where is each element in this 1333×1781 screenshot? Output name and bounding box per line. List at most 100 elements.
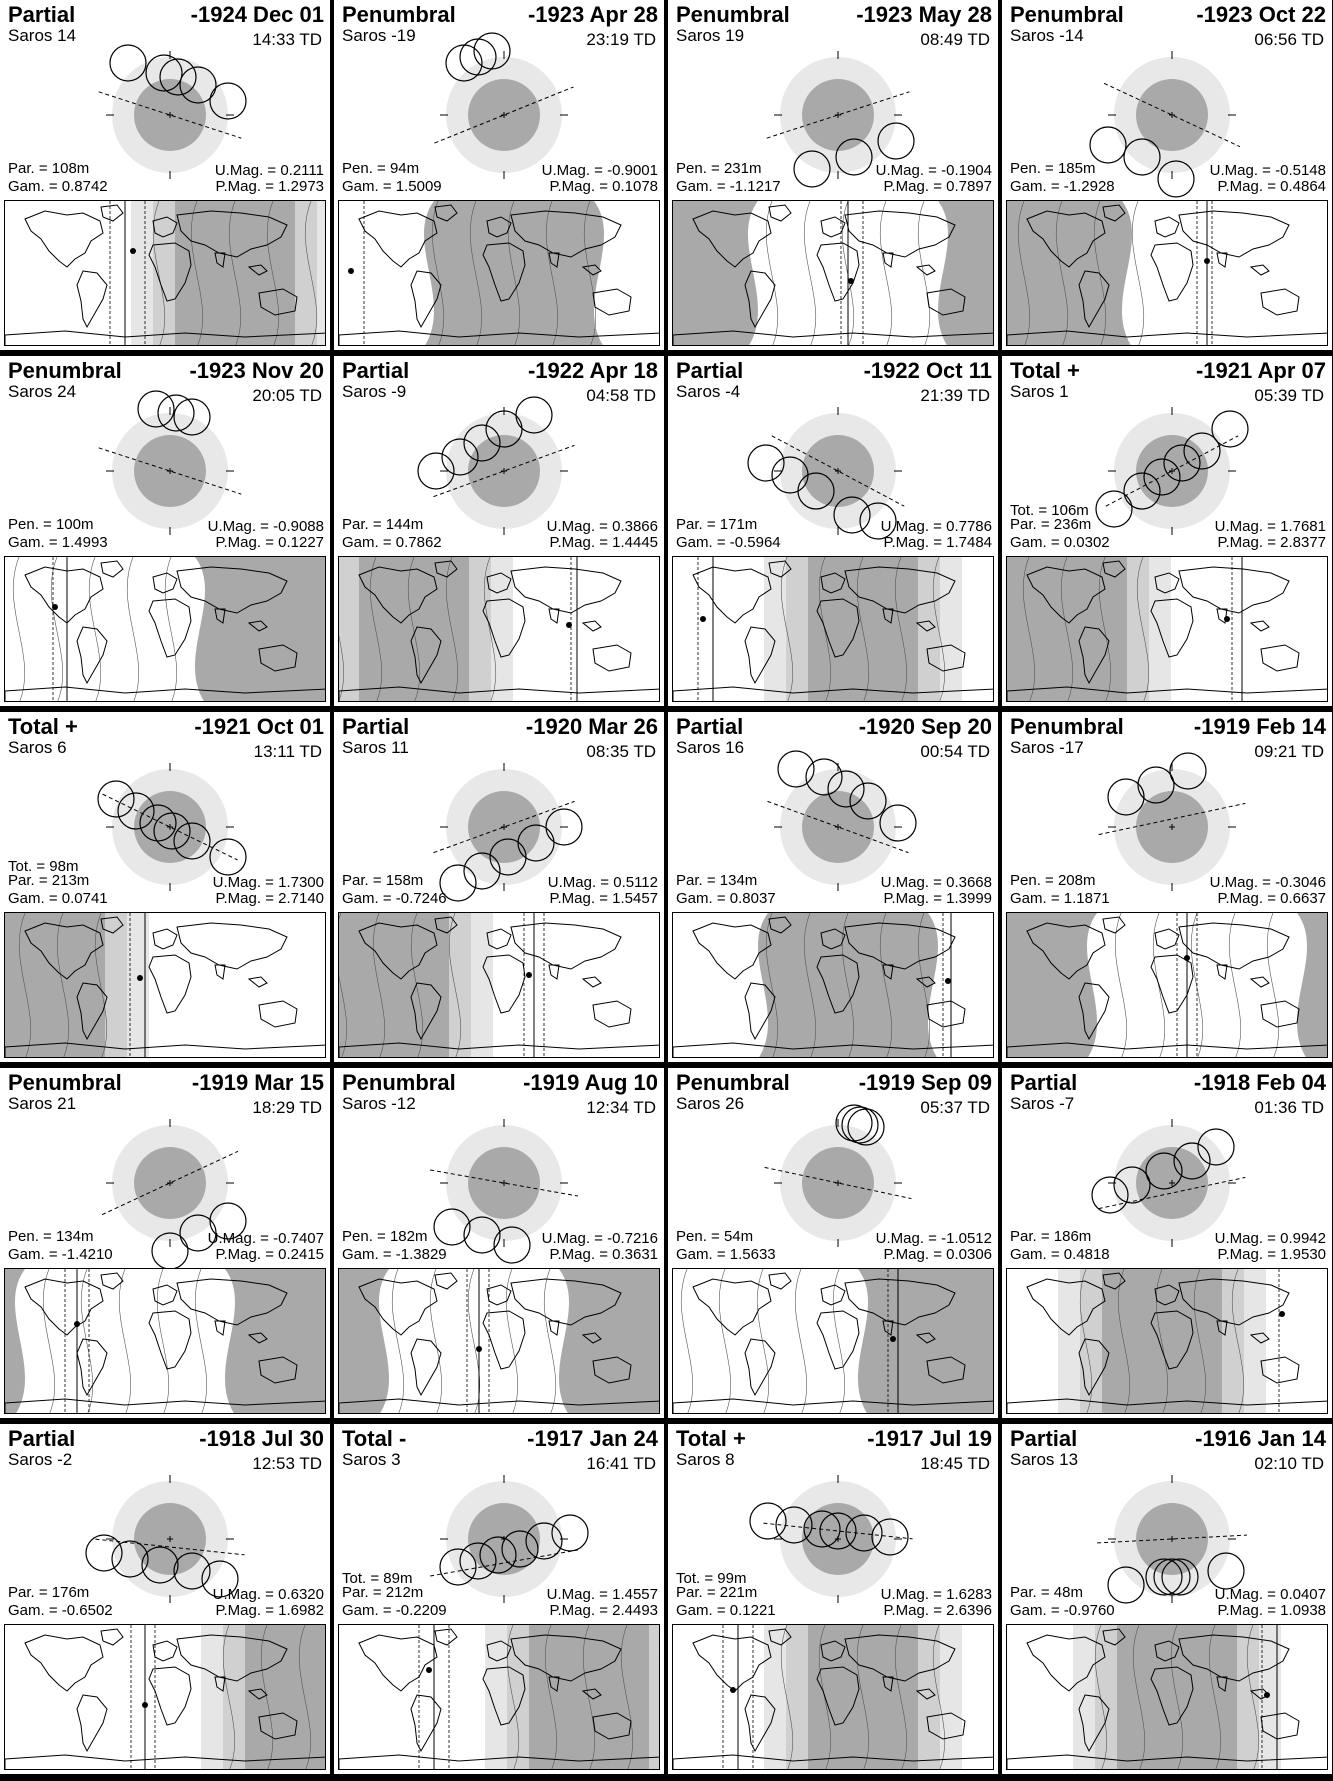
continent-outline (1251, 621, 1269, 631)
greatest-eclipse-marker (566, 622, 572, 628)
umbral-magnitude: U.Mag. = 1.7681 (1215, 518, 1326, 535)
gamma-value: Gam. = 0.1221 (676, 1602, 776, 1619)
eclipse-type: Partial (676, 358, 743, 384)
continent-outline (435, 1629, 457, 1645)
gamma-value: Gam. = 1.5009 (342, 178, 442, 195)
visibility-shading (131, 201, 326, 346)
duration: Par. = 48m (1010, 1584, 1083, 1601)
duration: Pen. = 231m (676, 160, 761, 177)
visible-region (379, 1269, 569, 1414)
eclipse-date: -1918 Jul 30 (199, 1426, 324, 1452)
penumbral-magnitude: P.Mag. = 1.5457 (549, 890, 658, 907)
world-map (673, 913, 994, 1058)
greatest-eclipse-marker (848, 278, 854, 284)
umbral-magnitude: U.Mag. = 1.4557 (547, 1586, 658, 1603)
eclipse-time: 00:54 TD (920, 742, 990, 762)
umbral-magnitude: U.Mag. = 0.2111 (215, 162, 324, 179)
eclipse-type: Penumbral (1010, 714, 1124, 740)
duration: Pen. = 185m (1010, 160, 1095, 177)
gamma-value: Gam. = -1.3829 (342, 1246, 447, 1263)
continent-outline (549, 965, 559, 979)
eclipse-type: Total + (8, 714, 78, 740)
continent-outline (101, 1629, 123, 1645)
visibility-map (1006, 556, 1328, 702)
full-visibility-zone (1007, 557, 1127, 702)
duration: Par. = 171m (676, 516, 757, 533)
world-map (5, 913, 326, 1058)
eclipse-date: -1922 Apr 18 (528, 358, 658, 384)
eclipse-panel: Partial-1924 Dec 01Saros 1414:33 TDPar. … (0, 0, 330, 350)
visibility-map (338, 912, 660, 1058)
eclipse-type: Total + (676, 1426, 746, 1452)
eclipse-panel: Partial-1918 Jul 30Saros -212:53 TDPar. … (0, 1424, 330, 1774)
continent-outline (77, 271, 107, 327)
eclipse-time: 16:41 TD (586, 1454, 656, 1474)
umbral-magnitude: U.Mag. = -0.5148 (1210, 162, 1326, 179)
meridians (524, 913, 544, 1058)
penumbral-magnitude: P.Mag. = 0.2415 (215, 1246, 324, 1263)
eclipse-panel: Partial-1922 Oct 11Saros -421:39 TDPar. … (668, 356, 998, 706)
world-map (339, 201, 660, 346)
world-map (5, 1269, 326, 1414)
eclipse-date: -1923 Nov 20 (189, 358, 324, 384)
continent-outline (25, 211, 103, 267)
eclipse-time: 09:21 TD (1254, 742, 1324, 762)
duration: Pen. = 100m (8, 516, 93, 533)
greatest-eclipse-marker (526, 972, 532, 978)
moon-circle (1212, 411, 1248, 447)
gamma-value: Gam. = -0.6502 (8, 1602, 113, 1619)
greatest-eclipse-marker (130, 248, 136, 254)
gamma-value: Gam. = -0.5964 (676, 534, 781, 551)
visibility-shading (424, 201, 604, 346)
gamma-value: Gam. = 0.7862 (342, 534, 442, 551)
meridians (1232, 557, 1242, 702)
eclipse-date: -1920 Mar 26 (526, 714, 658, 740)
duration: Pen. = 182m (342, 1228, 427, 1245)
continent-outline (77, 1695, 107, 1751)
visibility-shading (764, 557, 962, 702)
eclipse-date: -1921 Apr 07 (1196, 358, 1326, 384)
world-map (339, 557, 660, 702)
world-map (673, 1269, 994, 1414)
eclipse-type: Partial (342, 358, 409, 384)
visibility-shading (5, 1269, 326, 1414)
saros-number: Saros 14 (8, 26, 76, 46)
continent-outline (177, 923, 287, 969)
eclipse-time: 14:33 TD (252, 30, 322, 50)
continent-outline (549, 609, 559, 623)
eclipse-type: Partial (1010, 1426, 1077, 1452)
continent-outline (693, 567, 771, 623)
continent-outline (593, 645, 631, 671)
saros-number: Saros -12 (342, 1094, 416, 1114)
eclipse-date: -1924 Dec 01 (191, 2, 324, 28)
eclipse-time: 06:56 TD (1254, 30, 1324, 50)
gamma-value: Gam. = -0.7246 (342, 890, 447, 907)
saros-number: Saros -9 (342, 382, 406, 402)
penumbral-magnitude: P.Mag. = 1.9530 (1217, 1246, 1326, 1263)
umbral-magnitude: U.Mag. = -0.9088 (208, 518, 324, 535)
eclipse-date: -1923 May 28 (856, 2, 992, 28)
duration: Pen. = 54m (676, 1228, 753, 1245)
meridians (131, 1625, 155, 1770)
visibility-map (672, 1268, 994, 1414)
eclipse-date: -1917 Jan 24 (527, 1426, 658, 1452)
moon-circle (750, 1503, 786, 1539)
eclipse-panel: Penumbral-1923 Nov 20Saros 2420:05 TDPen… (0, 356, 330, 706)
full-visibility-zone (1117, 1625, 1237, 1770)
penumbral-magnitude: P.Mag. = 1.3999 (883, 890, 992, 907)
eclipse-time: 23:19 TD (586, 30, 656, 50)
umbral-magnitude: U.Mag. = 0.9942 (1215, 1230, 1326, 1247)
eclipse-type: Penumbral (342, 1070, 456, 1096)
greatest-eclipse-marker (476, 1346, 482, 1352)
greatest-eclipse-marker (426, 1667, 432, 1673)
saros-number: Saros -17 (1010, 738, 1084, 758)
penumbral-magnitude: P.Mag. = 2.8377 (1217, 534, 1326, 551)
eclipse-type: Partial (8, 2, 75, 28)
moon-circle (1090, 127, 1126, 163)
continent-outline (1261, 645, 1299, 671)
partial-duration: Par. = 212m (342, 1584, 423, 1601)
penumbral-magnitude: P.Mag. = 1.7484 (883, 534, 992, 551)
greatest-eclipse-marker (700, 616, 706, 622)
world-map (1007, 913, 1328, 1058)
